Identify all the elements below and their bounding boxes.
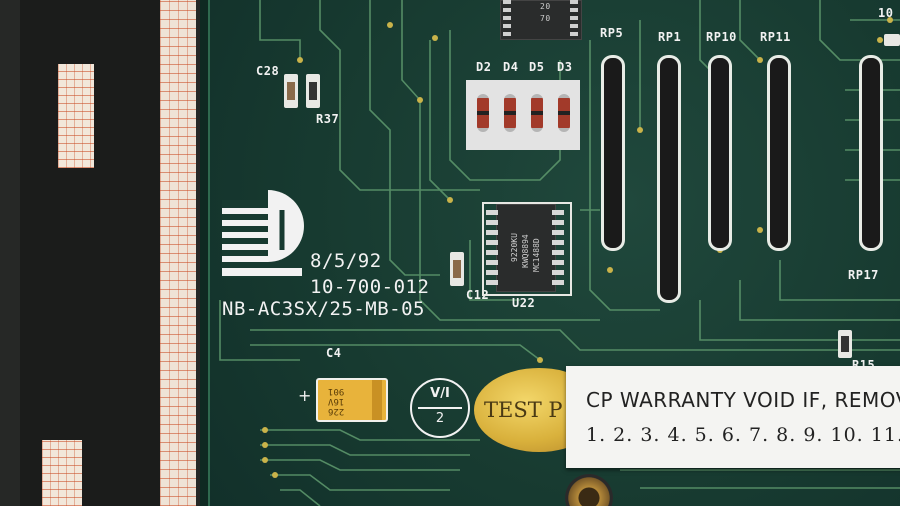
ref-r37: R37 <box>316 112 340 126</box>
ref-c28: C28 <box>256 64 280 78</box>
ic-chip-top <box>500 0 582 40</box>
ref-rp10: RP10 <box>706 30 737 44</box>
resistor-pack-rp11 <box>770 58 788 248</box>
manufacturer-logo <box>222 190 306 278</box>
ic-chip-u22 <box>496 204 556 292</box>
chassis-slot <box>0 0 205 506</box>
board-name: NB-AC3SX/25-MB-05 <box>222 298 425 320</box>
paper-insert-bottom <box>42 440 82 506</box>
ref-rp1: RP1 <box>658 30 682 44</box>
warranty-label-line1: CP WARRANTY VOID IF, REMOV <box>586 388 900 412</box>
resistor-pack-rp1 <box>660 58 678 300</box>
u22-marking-1: MC1488D <box>532 238 541 272</box>
resistor-r37 <box>306 74 320 108</box>
diode-d2 <box>472 86 494 142</box>
resistor-pack-rp17 <box>862 58 880 248</box>
warranty-label-line2: 1. 2. 3. 4. 5. 6. 7. 8. 9. 10. 11. 12 9 <box>586 424 900 446</box>
ref-10: 10 <box>878 6 894 20</box>
ref-rp17: RP17 <box>848 268 879 282</box>
slot-interior <box>20 0 170 506</box>
test-sticker-text: TEST P <box>484 398 563 422</box>
warranty-label: CP WARRANTY VOID IF, REMOV 1. 2. 3. 4. 5… <box>566 366 900 468</box>
resistor-pack-rp10 <box>711 58 729 248</box>
ref-d4: D4 <box>503 60 519 74</box>
mounting-screw <box>565 474 613 506</box>
ref-c4: C4 <box>326 346 342 360</box>
ref-d2: D2 <box>476 60 492 74</box>
resistor-pack-rp5 <box>604 58 622 248</box>
vi-marking: V/I 2 <box>410 378 470 438</box>
ref-d3: D3 <box>557 60 573 74</box>
vi-top-text: V/I <box>430 386 450 401</box>
chip-top-marking-1: 20 <box>540 2 551 11</box>
vi-bottom-text: 2 <box>435 411 445 426</box>
resistor-r15 <box>838 330 852 358</box>
ref-rp11: RP11 <box>760 30 791 44</box>
u22-footprint <box>482 202 572 296</box>
u22-marking-2: KWQ8894 <box>521 234 530 268</box>
capacitor-c28 <box>284 74 298 108</box>
ref-u22: U22 <box>512 296 536 310</box>
ref-d5: D5 <box>529 60 545 74</box>
diode-d3 <box>553 86 575 142</box>
ref-rp5: RP5 <box>600 26 624 40</box>
chip-top-pins-right <box>570 0 578 40</box>
diode-d5 <box>526 86 548 142</box>
chip-top-pins-left <box>503 0 511 40</box>
smd-top-right <box>884 34 900 46</box>
graph-paper-strip <box>160 0 196 506</box>
diode-d4 <box>499 86 521 142</box>
polarity-plus: + <box>298 386 312 405</box>
capacitor-c12 <box>450 252 464 286</box>
board-part-number: 10-700-012 <box>310 276 430 298</box>
chip-top-marking-2: 70 <box>540 14 551 23</box>
u22-marking-3: 9220KU <box>510 233 519 262</box>
board-date: 8/5/92 <box>310 250 382 272</box>
paper-insert-top <box>58 64 94 168</box>
board-edge <box>200 0 210 506</box>
u22-pins-left <box>486 210 498 286</box>
u22-pins-right <box>552 210 564 286</box>
